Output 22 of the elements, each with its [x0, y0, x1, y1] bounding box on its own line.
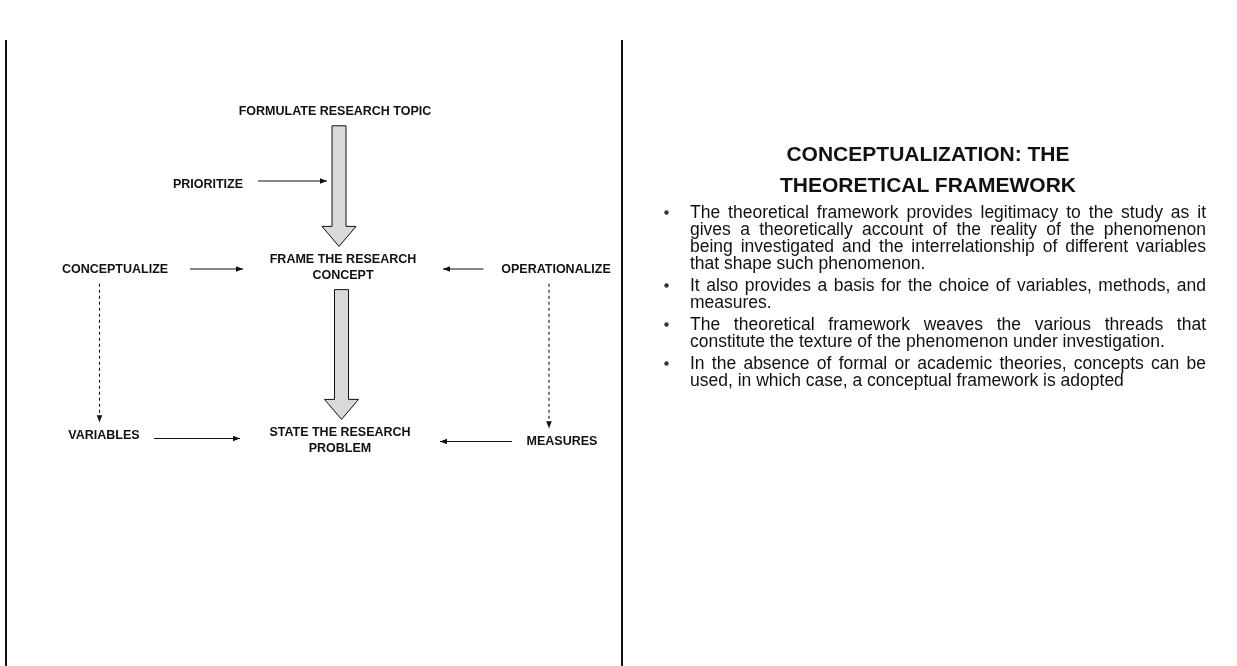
step-label: MEASURES [512, 428, 612, 456]
bullet-text: The theoretical framework provides legitimacy to the study as it gives a theoretically account of the reality of the phenomenon being investigated and the interrelationship of different variables that shape such phenomenon. [690, 204, 1206, 272]
step-label: CONCEPTUALIZE [40, 256, 190, 284]
step-label: FRAME THE RESEARCH CONCEPT [243, 246, 443, 290]
block-arrow [321, 125, 357, 247]
bullet-text: The theoretical framework weaves the various threads that constitute the texture of the phenomenon under investigation. [690, 316, 1206, 350]
dashed-arrow [546, 283, 552, 429]
block-arrow [324, 289, 359, 420]
slide-title: CONCEPTUALIZATION: THE THEORETICAL FRAMEWORK [779, 141, 1077, 198]
dashed-arrow [96, 283, 103, 423]
arrow [153, 435, 241, 442]
step-label: OPERATIONALIZE [483, 256, 629, 284]
step-label: VARIABLES [54, 422, 154, 450]
bullet-text: It also provides a basis for the choice of variables, methods, and measures. [690, 277, 1206, 311]
step-label: PRIORITIZE [158, 171, 258, 199]
arrow [442, 266, 485, 272]
arrow [189, 266, 244, 272]
step-label: FORMULATE RESEARCH TOPIC [230, 98, 440, 126]
arrow [257, 178, 328, 184]
bullet-text: In the absence of formal or academic theories, concepts can be used, in which case, a conceptual framework is adopted [690, 355, 1206, 389]
arrow [439, 438, 513, 445]
step-label: STATE THE RESEARCH PROBLEM [240, 419, 440, 463]
